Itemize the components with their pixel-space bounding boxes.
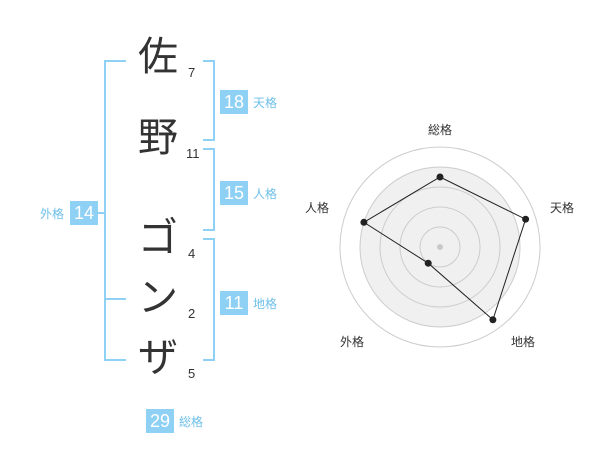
tenkaku-bracket-vertical [213, 60, 215, 141]
gaikaku-label: 外格 [40, 207, 65, 221]
radar-label-chikaku: 地格 [511, 335, 536, 349]
gaikaku-bracket-bottom [104, 359, 126, 361]
stroke-count-3: 4 [188, 246, 196, 261]
name-char-4: ン [138, 275, 178, 321]
radar-point-2 [522, 215, 530, 223]
gaikaku-value: 14 [70, 201, 98, 225]
stroke-count-2: 11 [186, 146, 200, 161]
name-char-3: ゴ [138, 215, 178, 261]
radar-point-3 [489, 316, 497, 324]
chikaku-bracket-bottom [203, 359, 215, 361]
radar-label-tenkaku: 天格 [550, 201, 575, 215]
radar-point-1 [436, 173, 444, 181]
radar-point-4 [424, 259, 432, 267]
tenkaku-bracket-top [203, 60, 215, 62]
jinkaku-bracket-top [203, 148, 215, 150]
stroke-count-4: 2 [188, 306, 196, 321]
stroke-count-1: 7 [188, 65, 196, 80]
jinkaku-bracket-bottom [203, 229, 215, 231]
radar-ring-2 [399, 206, 481, 288]
radar-label-soukaku: 総格 [428, 123, 453, 137]
jinkaku-value: 15 [220, 181, 248, 205]
jinkaku-bracket-vertical [213, 148, 215, 231]
gaikaku-bracket-vertical [104, 60, 106, 361]
chikaku-bracket-vertical [213, 238, 215, 361]
radar-ring-1 [419, 226, 461, 268]
name-char-5: ザ [138, 335, 178, 381]
soukaku-label: 総格 [179, 415, 204, 429]
soukaku-value: 29 [146, 409, 174, 433]
radar-point-5 [360, 218, 368, 226]
radar-ring-3 [379, 186, 501, 308]
radar-label-jinkaku: 人格 [305, 201, 330, 215]
name-char-1: 佐 [138, 34, 178, 80]
tenkaku-label: 天格 [253, 96, 278, 110]
gaikaku-bracket-connector [98, 212, 106, 214]
radar-data-polygon [362, 176, 527, 321]
stroke-count-5: 5 [188, 366, 196, 381]
radar-center-dot [437, 244, 443, 250]
tenkaku-bracket-bottom [203, 139, 215, 141]
chikaku-value: 11 [220, 291, 248, 315]
tenkaku-value: 18 [220, 90, 248, 114]
name-char-2: 野 [138, 115, 178, 161]
jinkaku-label: 人格 [253, 187, 278, 201]
gaikaku-bracket-top [104, 60, 126, 62]
gaikaku-bracket-mid [104, 298, 126, 300]
chikaku-bracket-top [203, 238, 215, 240]
radar-label-gaikaku: 外格 [340, 335, 365, 349]
chikaku-label: 地格 [253, 297, 278, 311]
